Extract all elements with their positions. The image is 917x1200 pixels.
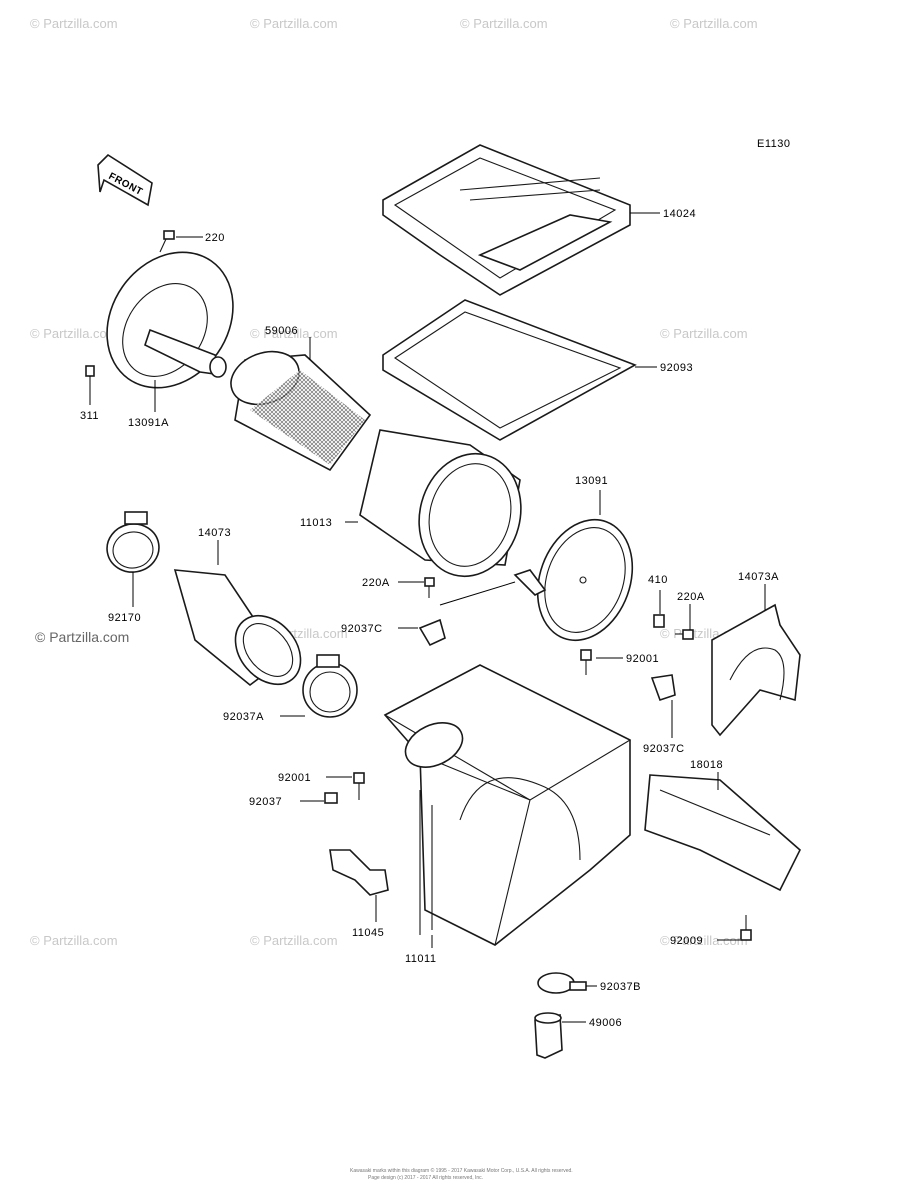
part-label: 13091A bbox=[128, 417, 169, 429]
pin-311 bbox=[85, 365, 95, 405]
copyright-line: Page design (c) 2017 - 2017 All rights r… bbox=[368, 1175, 483, 1181]
part-label: 220A bbox=[677, 591, 705, 603]
pipe-49006 bbox=[534, 1012, 586, 1059]
holder-13091A bbox=[106, 251, 234, 412]
watermark: © Partzilla.com bbox=[250, 16, 338, 31]
watermark: © Partzilla.com bbox=[660, 933, 748, 948]
footer: Kawasaki marks within this diagram © 199… bbox=[350, 1167, 573, 1181]
cover-14024 bbox=[382, 144, 660, 296]
diagram-code: E1130 bbox=[757, 138, 791, 150]
gasket-92093 bbox=[382, 299, 657, 441]
bolt-92001-right bbox=[580, 649, 623, 675]
watermark: © Partzilla.com bbox=[30, 933, 118, 948]
part-label: 92037C bbox=[341, 623, 383, 635]
part-label: 220 bbox=[205, 232, 225, 244]
element-11013 bbox=[345, 429, 522, 578]
part-label: 11013 bbox=[300, 517, 332, 529]
part-label: 14073A bbox=[738, 571, 779, 583]
part-label: 92037A bbox=[223, 711, 264, 723]
watermark: © Partzilla.com bbox=[30, 16, 118, 31]
part-label: 18018 bbox=[690, 759, 723, 771]
part-label: 49006 bbox=[589, 1017, 622, 1029]
screen-59006 bbox=[230, 337, 372, 472]
bracket-11045 bbox=[329, 849, 389, 922]
watermark: © Partzilla.com bbox=[460, 16, 548, 31]
screw-220 bbox=[159, 230, 203, 253]
clamp-92037 bbox=[300, 792, 338, 804]
bolt-92001-left bbox=[326, 772, 365, 800]
copyright-line: Kawasaki marks within this diagram © 199… bbox=[350, 1167, 573, 1174]
part-label: 92037B bbox=[600, 981, 641, 993]
clamp-92037C-left bbox=[398, 618, 446, 647]
part-label: 92001 bbox=[626, 653, 659, 665]
part-label: 13091 bbox=[575, 475, 608, 487]
part-label: 220A bbox=[362, 577, 390, 589]
watermark: © Partzilla.com bbox=[660, 326, 748, 341]
part-label: 92037 bbox=[249, 796, 282, 808]
clamp-92037B bbox=[537, 972, 597, 994]
watermark: © Partzilla.com bbox=[670, 16, 758, 31]
front-arrow: FRONT bbox=[97, 153, 153, 207]
part-label: 59006 bbox=[265, 325, 298, 337]
part-label: 410 bbox=[648, 574, 668, 586]
part-label: 14073 bbox=[198, 527, 231, 539]
screw-220A-right bbox=[675, 604, 694, 640]
clamp-92037C-right bbox=[650, 674, 676, 738]
part-label: 14024 bbox=[663, 208, 696, 220]
holder-13091 bbox=[513, 490, 634, 642]
part-label: 11045 bbox=[352, 927, 384, 939]
watermark: © Partzilla.com bbox=[35, 629, 129, 645]
part-label: 311 bbox=[80, 410, 99, 422]
duct-18018 bbox=[644, 772, 801, 892]
screw-92009 bbox=[717, 915, 752, 941]
part-label: 92009 bbox=[670, 935, 703, 947]
duct-14073 bbox=[173, 540, 302, 687]
clamp-92170 bbox=[106, 511, 160, 607]
watermark: © Partzilla.com bbox=[30, 326, 118, 341]
watermark: © Partzilla.com bbox=[250, 326, 338, 341]
part-label: 92093 bbox=[660, 362, 693, 374]
part-label: 11011 bbox=[405, 953, 436, 965]
part-label: 92037C bbox=[643, 743, 685, 755]
clamp-92037A bbox=[280, 654, 358, 718]
duct-14073A bbox=[711, 584, 801, 737]
nut-410 bbox=[653, 590, 665, 628]
part-label: 92001 bbox=[278, 772, 311, 784]
case-11011 bbox=[383, 664, 632, 948]
part-label: 92170 bbox=[108, 612, 141, 624]
screw-220A-left bbox=[398, 577, 516, 606]
watermark: © Partzilla.com bbox=[250, 933, 338, 948]
